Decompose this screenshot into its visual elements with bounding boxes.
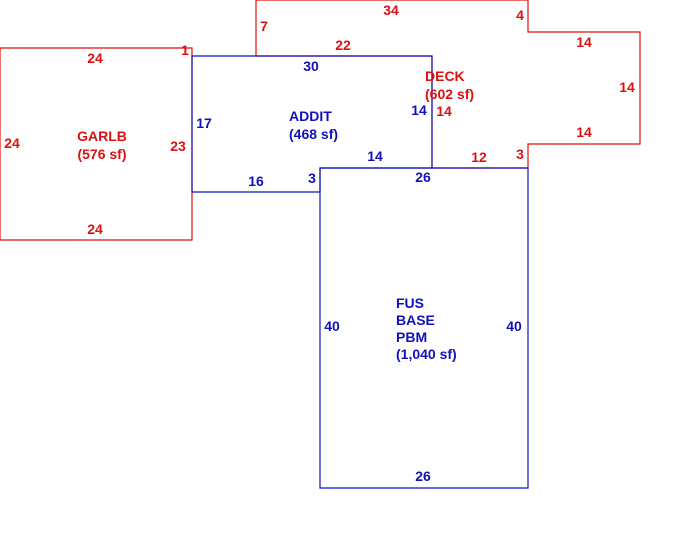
deck-step-dim: 3 xyxy=(516,146,524,162)
garage-area-label: (576 sf) xyxy=(77,146,126,162)
deck-code-label: DECK xyxy=(425,68,465,84)
deck-area-label: (602 sf) xyxy=(425,86,474,102)
deck-outline xyxy=(255,0,641,169)
garage-step-dim: 1 xyxy=(181,42,189,58)
base-outline xyxy=(319,167,529,489)
addition-top-dim: 30 xyxy=(303,58,319,74)
garage-right-dim: 23 xyxy=(170,138,186,154)
garage-outline xyxy=(0,47,193,241)
addition-right-dim: 14 xyxy=(411,102,427,118)
garage-left-dim: 24 xyxy=(4,135,20,151)
addition-step-dim: 3 xyxy=(308,170,316,186)
base-line1-label: FUS xyxy=(396,295,424,311)
deck-bottom-dim: 12 xyxy=(471,149,487,165)
deck-inner-side-dim: 14 xyxy=(436,103,452,119)
base-left-dim: 40 xyxy=(324,318,340,334)
deck-notch-dim: 4 xyxy=(516,7,524,23)
addition-left-dim: 17 xyxy=(196,115,212,131)
deck-right-dim: 14 xyxy=(619,79,635,95)
garage-code-label: GARLB xyxy=(77,128,127,144)
base-area-label: (1,040 sf) xyxy=(396,346,457,362)
addition-bottom-dim: 16 xyxy=(248,173,264,189)
base-top-dim: 26 xyxy=(415,169,431,185)
deck-inner-top-dim: 22 xyxy=(335,37,351,53)
garage-bottom-dim: 24 xyxy=(87,221,103,237)
deck-upper-dim: 14 xyxy=(576,34,592,50)
garage-top-dim: 24 xyxy=(87,50,103,66)
addition-area-label: (468 sf) xyxy=(289,126,338,142)
base-right-dim: 40 xyxy=(506,318,522,334)
deck-left-dim: 7 xyxy=(260,18,268,34)
base-line3-label: PBM xyxy=(396,329,427,345)
base-line2-label: BASE xyxy=(396,312,435,328)
addition-inner-dim: 14 xyxy=(367,148,383,164)
base-bottom-dim: 26 xyxy=(415,468,431,484)
deck-top-dim: 34 xyxy=(383,2,399,18)
deck-lower-dim: 14 xyxy=(576,124,592,140)
addition-code-label: ADDIT xyxy=(289,108,332,124)
